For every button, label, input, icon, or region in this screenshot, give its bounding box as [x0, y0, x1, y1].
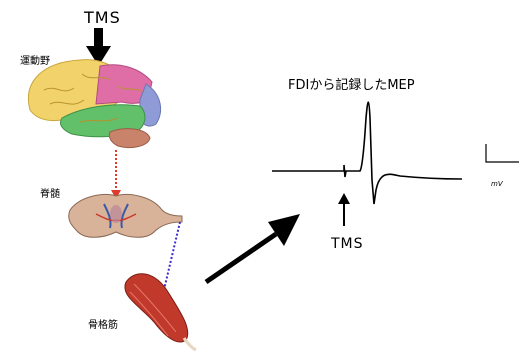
motor-cortex-label: 運動野 [20, 52, 50, 67]
muscle-label: 骨格筋 [88, 316, 118, 331]
cerebellum [109, 129, 150, 148]
tms-bottom-label: TMS [331, 236, 364, 252]
muscle-illustration [125, 274, 196, 350]
tms-marker-arrow [338, 193, 350, 226]
mep-title: FDIから記録したMEP [288, 74, 415, 93]
mep-waveform [272, 102, 462, 204]
scale-label: mV [491, 180, 503, 188]
peripheral-nerve-path [163, 222, 180, 294]
tms-top-label: TMS [84, 8, 121, 27]
scale-bar [486, 144, 519, 162]
spinal-cord-label: 脊髄 [40, 185, 60, 200]
brain-illustration [28, 60, 160, 148]
spinal-cord-illustration [69, 195, 182, 238]
result-arrow [206, 214, 300, 282]
